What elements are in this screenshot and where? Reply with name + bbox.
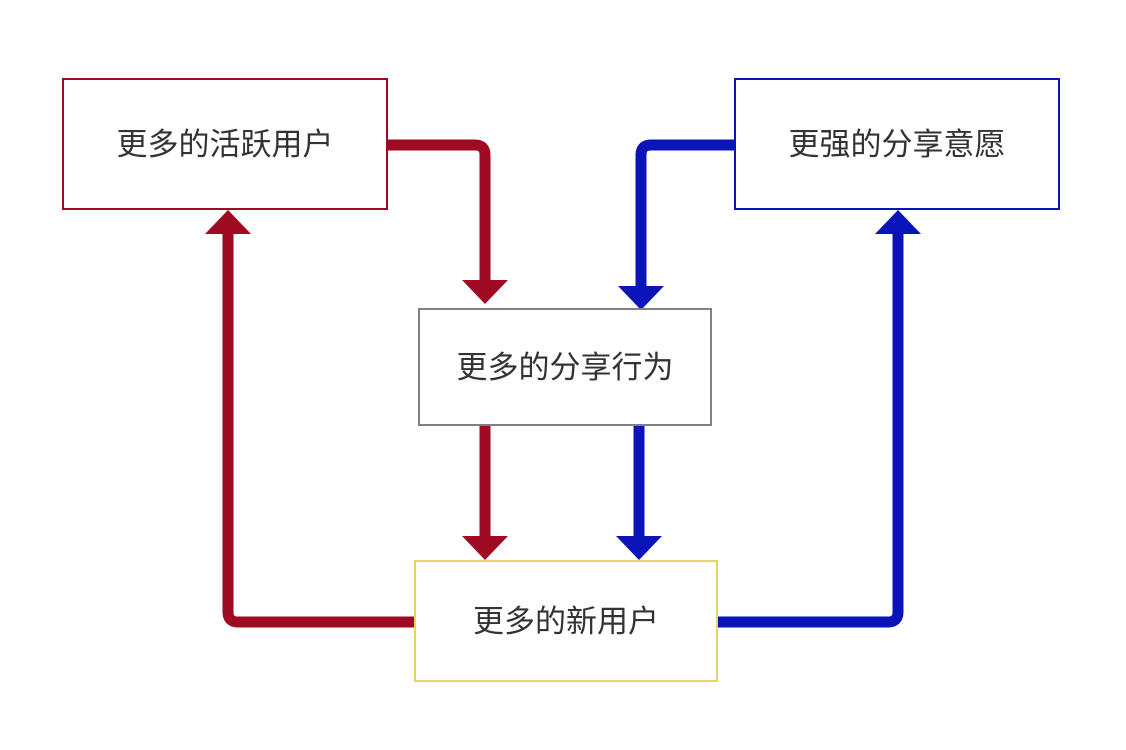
node-share-willingness-box — [734, 78, 1060, 210]
arrowhead-down-blue-bottom — [616, 536, 662, 560]
connectors — [222, 139, 904, 628]
node-new-users-label: 更多的新用户 — [473, 604, 659, 640]
arrowhead-up-blue-right — [875, 210, 921, 234]
arrowhead-down-red-bottom — [462, 536, 508, 560]
node-share-behavior-box — [418, 308, 712, 426]
arrowhead-up-red-left — [205, 210, 251, 234]
node-share-behavior: 更多的分享行为 — [418, 308, 712, 426]
node-active-users: 更多的活跃用户 — [62, 78, 388, 210]
edge-newusers-to-active — [222, 230, 415, 628]
edge-active-to-behavior — [388, 139, 491, 285]
arrowhead-down-blue-top — [618, 286, 664, 310]
node-new-users: 更多的新用户 — [414, 560, 718, 682]
node-share-behavior-label: 更多的分享行为 — [457, 350, 674, 386]
edge-newusers-to-willingness — [718, 230, 904, 628]
arrowhead-down-red-top — [462, 280, 508, 304]
node-active-users-box — [62, 78, 388, 210]
node-new-users-box — [414, 560, 718, 682]
edge-willingness-to-behavior — [635, 139, 735, 290]
node-active-users-label: 更多的活跃用户 — [117, 127, 334, 163]
node-share-willingness-label: 更强的分享意愿 — [789, 127, 1006, 163]
arrowheads — [205, 210, 921, 560]
node-share-willingness: 更强的分享意愿 — [734, 78, 1060, 210]
